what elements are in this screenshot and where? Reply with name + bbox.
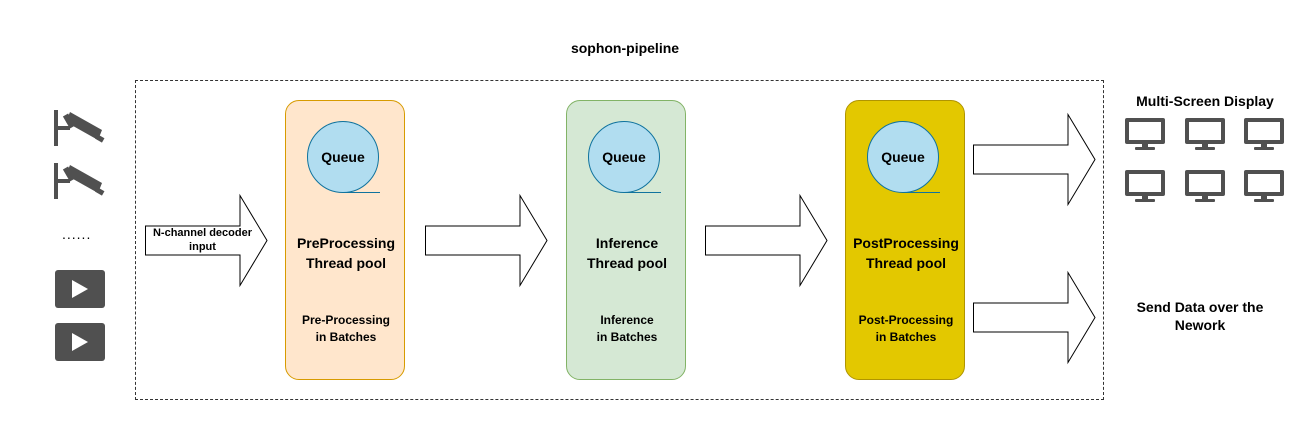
postprocessing-stage: Queue PostProcessing Thread pool Post-Pr… (845, 100, 965, 380)
stage-title-line1: PostProcessing (853, 235, 959, 251)
queue-circle: Queue (867, 121, 939, 193)
stage-title-line1: Inference (595, 235, 659, 251)
flow-arrow (705, 193, 828, 288)
stage-subtitle: Post-Processing in Batches (836, 312, 976, 346)
monitor-grid (1125, 118, 1284, 202)
queue-circle: Queue (307, 121, 379, 193)
stage-sub-line2: in Batches (596, 330, 658, 344)
input-dots: ...... (62, 226, 92, 242)
queue-tail (624, 192, 661, 193)
stage-sub-line2: in Batches (875, 330, 937, 344)
stage-title-line2: Thread pool (305, 255, 387, 271)
input-arrow (145, 193, 268, 288)
queue-circle: Queue (588, 121, 660, 193)
pipeline-frame (135, 80, 1104, 400)
queue-tail (903, 192, 940, 193)
monitor-icon (1244, 170, 1284, 202)
queue-tail (343, 192, 380, 193)
monitor-icon (1125, 170, 1165, 202)
network-output-line2: Nework (1174, 317, 1226, 333)
output-display-arrow (973, 112, 1096, 207)
play-icon (55, 270, 105, 308)
stage-title-line1: PreProcessing (296, 235, 396, 251)
camera-icon (54, 163, 105, 199)
monitor-icon (1244, 118, 1284, 150)
flow-arrow (425, 193, 548, 288)
queue-label: Queue (881, 149, 925, 165)
preprocessing-stage: Queue PreProcessing Thread pool Pre-Proc… (285, 100, 405, 380)
stage-sub-line1: Inference (600, 313, 654, 327)
stage-title-line2: Thread pool (586, 255, 668, 271)
queue-label: Queue (602, 149, 646, 165)
stage-sub-line1: Post-Processing (858, 313, 954, 327)
stage-title: PostProcessing Thread pool (836, 233, 976, 273)
play-icon (55, 323, 105, 361)
camera-icon (54, 110, 105, 146)
monitor-icon (1185, 118, 1225, 150)
network-output-label: Send Data over the Nework (1110, 298, 1290, 334)
queue-label: Queue (321, 149, 365, 165)
output-network-arrow (973, 270, 1096, 365)
network-output-line1: Send Data over the (1136, 299, 1264, 315)
inference-stage: Queue Inference Thread pool Inference in… (566, 100, 686, 380)
display-output-title: Multi-Screen Display (1136, 93, 1274, 109)
stage-sub-line1: Pre-Processing (301, 313, 391, 327)
monitor-icon (1125, 118, 1165, 150)
stage-sub-line2: in Batches (315, 330, 377, 344)
stage-subtitle: Inference in Batches (557, 312, 697, 346)
stage-title: Inference Thread pool (557, 233, 697, 273)
monitor-icon (1185, 170, 1225, 202)
diagram-title: sophon-pipeline (570, 40, 680, 56)
stage-title-line2: Thread pool (865, 255, 947, 271)
stage-subtitle: Pre-Processing in Batches (276, 312, 416, 346)
stage-title: PreProcessing Thread pool (276, 233, 416, 273)
input-arrow-label: N-channel decoder input (152, 227, 253, 253)
